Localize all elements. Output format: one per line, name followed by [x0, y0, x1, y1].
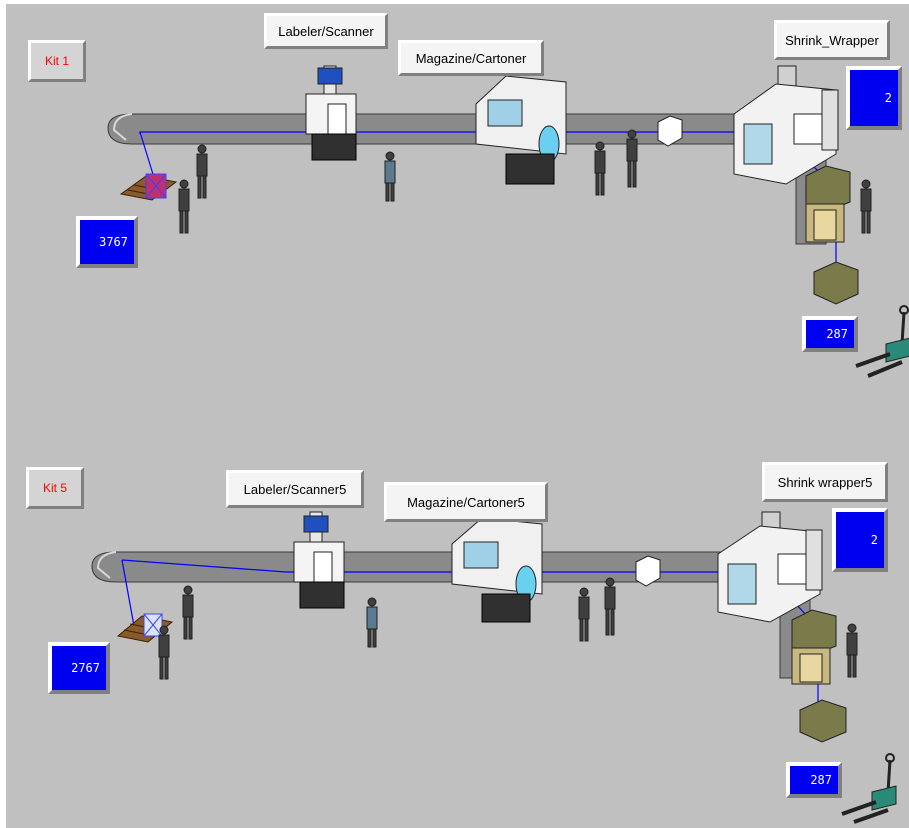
shrink-wrapper-label[interactable]: Shrink_Wrapper	[774, 20, 890, 60]
input-counter: 3767	[76, 216, 138, 268]
wrapper-tunnel	[805, 203, 845, 243]
wrapped-box-upper	[805, 165, 851, 211]
input-pallet	[119, 173, 178, 201]
input-pallet	[116, 613, 174, 643]
input-counter: 2767	[48, 642, 110, 694]
line2-graphics	[91, 511, 897, 824]
pallet-jack	[841, 753, 897, 824]
conveyor-belt	[107, 113, 827, 245]
output-counter: 287	[786, 762, 842, 798]
cartoner-label[interactable]: Magazine/Cartoner	[398, 40, 544, 76]
shrink-wrapper-machine	[733, 65, 839, 185]
cartoner-machine	[475, 75, 567, 185]
wrapped-box-output	[813, 261, 859, 305]
labeler-machine	[305, 65, 357, 161]
wrapper-counter: 2	[846, 66, 902, 130]
labeler-machine	[293, 511, 345, 609]
line1-graphics	[107, 65, 909, 378]
worker-figures	[178, 129, 872, 234]
shrink-wrapper-machine	[717, 511, 823, 623]
conveyor-box	[635, 555, 661, 587]
labeler-label[interactable]: Labeler/Scanner	[264, 13, 388, 49]
kit-label[interactable]: Kit 1	[28, 40, 86, 82]
conveyor-belt	[91, 551, 811, 679]
shrink-wrapper-label[interactable]: Shrink wrapper5	[762, 462, 888, 502]
kit-label[interactable]: Kit 5	[26, 467, 84, 509]
worker-figures	[158, 577, 858, 680]
wrapped-box-upper	[791, 609, 837, 655]
wrapped-box-output	[799, 699, 847, 743]
pallet-jack	[855, 305, 909, 378]
wrapper-counter: 2	[832, 508, 888, 572]
flow-path	[139, 131, 837, 274]
wrapper-tunnel	[791, 647, 831, 685]
output-counter: 287	[802, 316, 858, 352]
conveyor-box	[657, 115, 683, 147]
hmi-canvas: Kit 1 Labeler/Scanner Magazine/Cartoner …	[6, 4, 909, 828]
cartoner-machine	[451, 517, 543, 623]
labeler-label[interactable]: Labeler/Scanner5	[226, 470, 364, 508]
cartoner-label[interactable]: Magazine/Cartoner5	[384, 482, 548, 522]
